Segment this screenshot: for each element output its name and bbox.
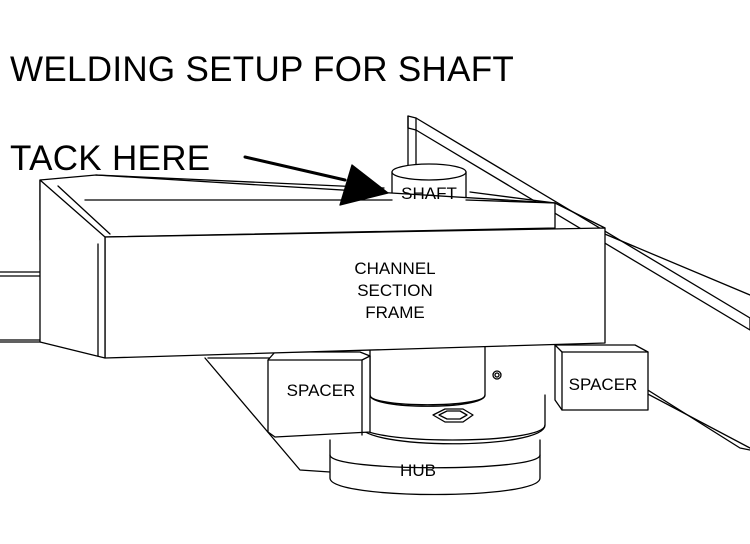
shaft-label: SHAFT — [401, 184, 457, 203]
channel-label-line-1: CHANNEL — [354, 259, 436, 278]
left-spacer — [267, 351, 371, 438]
channel-label-line-2: SECTION — [357, 281, 433, 300]
channel-section-frame-label: CHANNEL SECTION FRAME — [330, 258, 460, 324]
tack-here-callout: TACK HERE — [10, 139, 211, 178]
right-spacer-label: SPACER — [568, 375, 638, 394]
right-spacer — [554, 344, 649, 411]
diagram-title: WELDING SETUP FOR SHAFT — [10, 50, 515, 89]
left-spacer-label: SPACER — [286, 381, 356, 400]
inclined-plate — [407, 115, 750, 331]
hub-label: HUB — [400, 461, 436, 480]
channel-label-line-3: FRAME — [365, 303, 425, 322]
channel-frame — [39, 174, 606, 359]
tack-arrow — [243, 155, 389, 206]
hub — [329, 344, 546, 496]
